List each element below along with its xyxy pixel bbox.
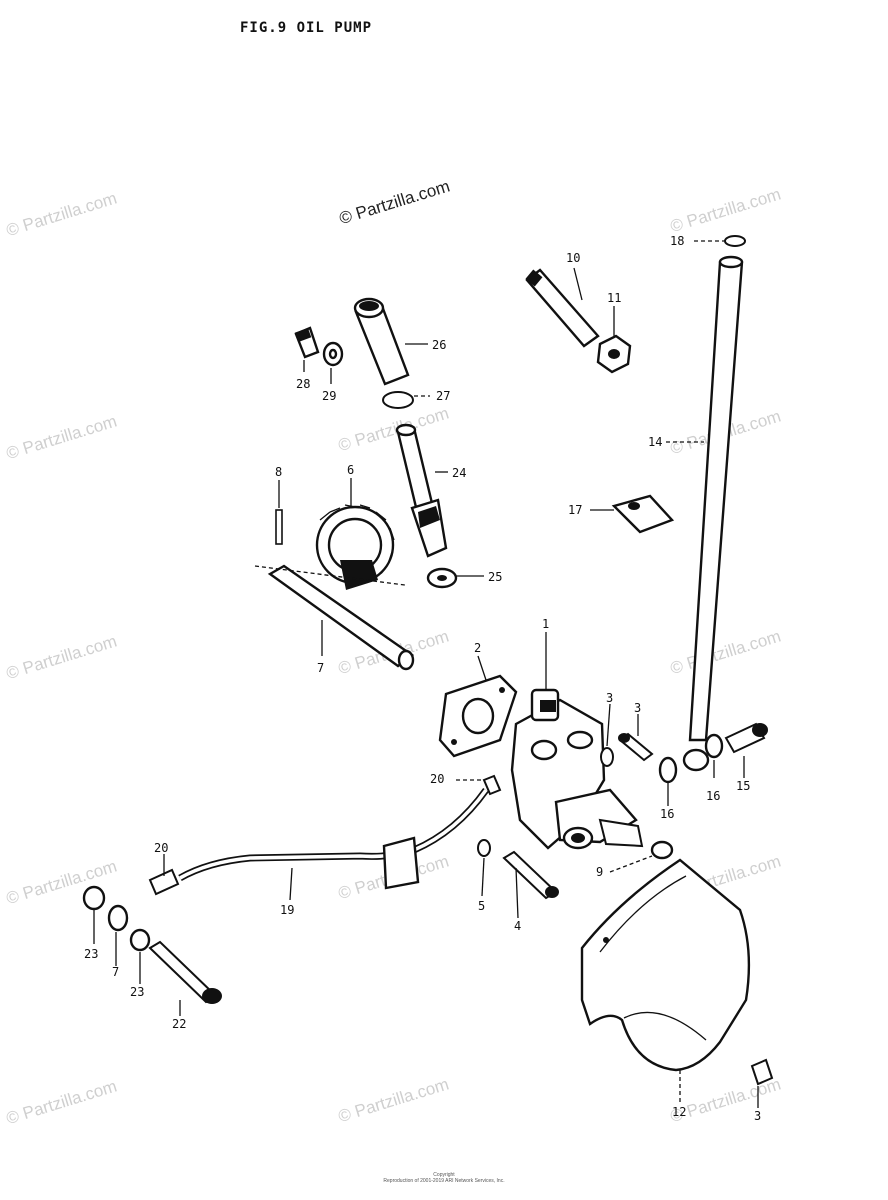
part-24-driven-gear-shaft[interactable]: [395, 423, 448, 558]
callout-16a: 16: [660, 807, 674, 821]
part-10-adjust-bolt[interactable]: [525, 268, 600, 348]
callout-29: 29: [322, 389, 336, 403]
callout-11: 11: [607, 291, 621, 305]
leader-lines: [93, 240, 759, 1108]
callout-7: 7: [317, 661, 324, 675]
copyright-line2: Reproduction of 2001-2019 ARI Network Se…: [383, 1178, 505, 1184]
callout-3c: 3: [754, 1109, 761, 1123]
callout-9: 9: [596, 865, 603, 879]
part-8-pin[interactable]: [275, 509, 283, 545]
callout-2: 2: [474, 641, 481, 655]
part-19-oil-pipe[interactable]: [178, 787, 489, 890]
callout-1: 1: [542, 617, 549, 631]
part-18-clip[interactable]: [724, 235, 746, 247]
part-22-bolt[interactable]: [148, 940, 222, 1004]
callout-4: 4: [514, 919, 521, 933]
part-3-spring[interactable]: [600, 747, 614, 767]
callout-6: 6: [347, 463, 354, 477]
callout-22: 22: [172, 1017, 186, 1031]
part-20-nipple[interactable]: [148, 868, 180, 896]
part-16-washer[interactable]: [658, 733, 724, 784]
callout-12: 12: [672, 1105, 686, 1119]
part-12-pump-cover[interactable]: [580, 858, 751, 1072]
part-26-sleeve[interactable]: [353, 297, 410, 386]
callout-26: 26: [432, 338, 446, 352]
callout-8: 8: [275, 465, 282, 479]
part-1-oil-pump[interactable]: [510, 688, 644, 850]
callout-24: 24: [452, 466, 466, 480]
callout-28: 28: [296, 377, 310, 391]
part-25-washer[interactable]: [426, 567, 458, 589]
callout-10: 10: [566, 251, 580, 265]
part-17-cap[interactable]: [611, 494, 675, 534]
callout-20a: 20: [430, 772, 444, 786]
callout-16b: 16: [706, 789, 720, 803]
part-5-washer[interactable]: [477, 839, 491, 857]
part-14-oil-hose[interactable]: [688, 255, 744, 742]
callout-20b: 20: [154, 841, 168, 855]
callout-17: 17: [568, 503, 582, 517]
part-7-washer[interactable]: [107, 904, 129, 932]
callout-5a: 5: [478, 899, 485, 913]
callout-23b: 23: [130, 985, 144, 999]
part-2-gasket[interactable]: [438, 674, 518, 758]
part-11-nut[interactable]: [596, 334, 632, 374]
part-15-banjo-bolt[interactable]: [682, 722, 768, 772]
part-20-nipple[interactable]: [482, 774, 502, 796]
callout-25: 25: [488, 570, 502, 584]
part-29-washer[interactable]: [322, 341, 344, 367]
part-6-drive-gear[interactable]: [315, 504, 395, 590]
figure-title: FIG.9 OIL PUMP: [240, 20, 373, 36]
part-9-bolt[interactable]: [650, 840, 674, 860]
part-3-screw[interactable]: [618, 732, 654, 762]
callout-18: 18: [670, 234, 684, 248]
part-7-shaft[interactable]: [254, 564, 415, 671]
callout-23a: 23: [84, 947, 98, 961]
callout-labels: 26 27 28 29 24 8 6 25 7 10 11 18 14 17 2…: [84, 234, 761, 1123]
callout-3b: 3: [634, 701, 641, 715]
callout-15: 15: [736, 779, 750, 793]
part-27-o-ring[interactable]: [382, 391, 414, 409]
callout-27: 27: [436, 389, 450, 403]
callout-14: 14: [648, 435, 662, 449]
callout-7b: 7: [112, 965, 119, 979]
callout-19: 19: [280, 903, 294, 917]
part-28-bolt[interactable]: [294, 326, 320, 359]
part-3-cover-screw[interactable]: [750, 1058, 774, 1086]
copyright-line1: Copyright: [433, 1172, 455, 1178]
part-23-washer[interactable]: [82, 885, 151, 952]
callout-3a: 3: [606, 691, 613, 705]
part-4-bolt[interactable]: [502, 850, 559, 900]
